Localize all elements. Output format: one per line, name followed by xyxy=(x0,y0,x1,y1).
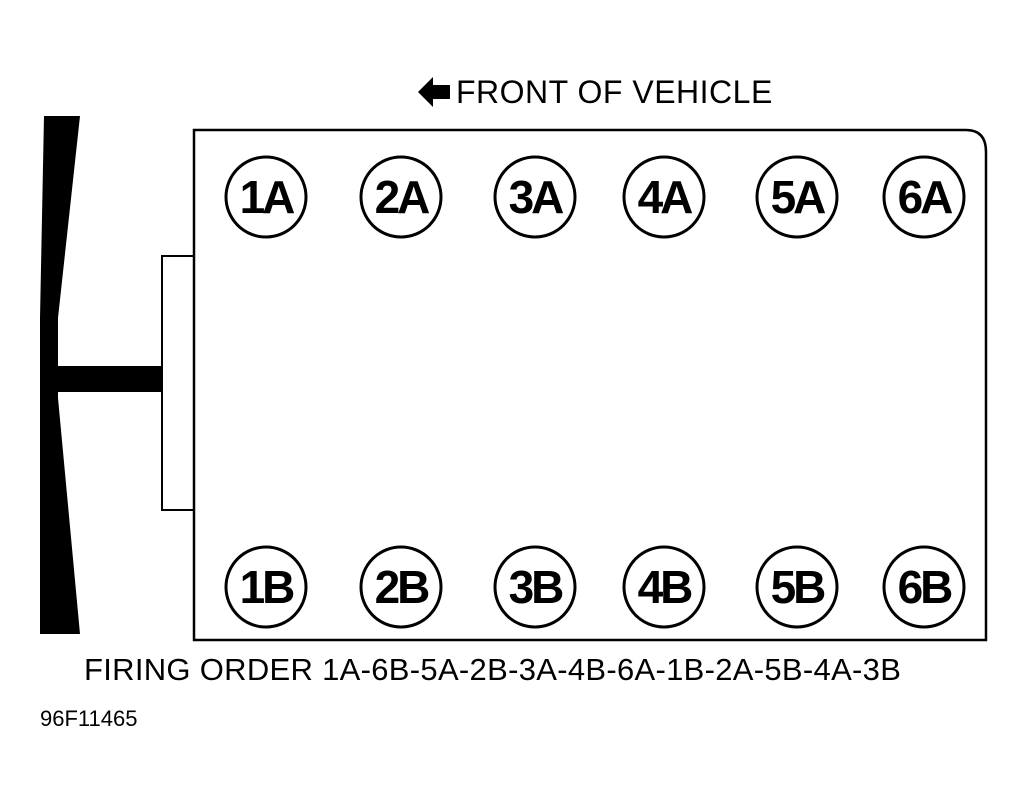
cylinder-circle xyxy=(224,545,308,629)
cylinder-circle xyxy=(622,155,706,239)
cylinder-label: 3B xyxy=(509,561,564,613)
cylinder-5a: 5A xyxy=(755,155,839,239)
cylinder-1b: 1B xyxy=(224,545,308,629)
cylinder-circle xyxy=(882,545,966,629)
cylinder-circle xyxy=(755,155,839,239)
firing-order-text: FIRING ORDER 1A-6B-5A-2B-3A-4B-6A-1B-2A-… xyxy=(84,652,902,687)
cylinder-circle xyxy=(493,545,577,629)
cylinder-circle xyxy=(622,545,706,629)
front-of-vehicle-label: FRONT OF VEHICLE xyxy=(418,72,773,112)
cylinder-3b: 3B xyxy=(493,545,577,629)
cylinder-6a: 6A xyxy=(882,155,966,239)
cylinder-label: 4B xyxy=(638,561,693,613)
cylinder-label: 4A xyxy=(638,171,693,223)
cylinder-circle xyxy=(359,545,443,629)
cylinder-label: 1B xyxy=(240,561,295,613)
cylinder-circle xyxy=(493,155,577,239)
engine-block xyxy=(192,128,988,642)
cylinder-label: 5B xyxy=(771,561,826,613)
cylinder-3a: 3A xyxy=(493,155,577,239)
figure-id: 96F11465 xyxy=(40,706,138,731)
cylinder-4a: 4A xyxy=(622,155,706,239)
cylinder-bank-a: 1A 2A 3A 4A 5A 6A xyxy=(224,155,966,239)
cylinder-circle xyxy=(359,155,443,239)
pulley-housing xyxy=(161,255,195,511)
cylinder-label: 1A xyxy=(240,171,295,223)
front-of-vehicle-text: FRONT OF VEHICLE xyxy=(456,73,773,110)
cylinder-bank-b: 1B 2B 3B 4B 5B 6B xyxy=(224,545,966,629)
cylinder-6b: 6B xyxy=(882,545,966,629)
cylinder-circle xyxy=(224,155,308,239)
cylinder-1a: 1A xyxy=(224,155,308,239)
cylinder-5b: 5B xyxy=(755,545,839,629)
cylinder-2b: 2B xyxy=(359,545,443,629)
cylinder-label: 2B xyxy=(375,561,430,613)
cylinder-label: 2A xyxy=(375,171,430,223)
cylinder-circle xyxy=(882,155,966,239)
cylinder-label: 6B xyxy=(898,561,953,613)
cylinder-label: 6A xyxy=(898,171,953,223)
arrow-left-icon xyxy=(418,77,450,107)
cylinder-label: 5A xyxy=(771,171,826,223)
cylinder-2a: 2A xyxy=(359,155,443,239)
cylinder-4b: 4B xyxy=(622,545,706,629)
cylinder-label: 3A xyxy=(509,171,564,223)
cylinder-circle xyxy=(755,545,839,629)
fan-icon xyxy=(40,116,162,634)
